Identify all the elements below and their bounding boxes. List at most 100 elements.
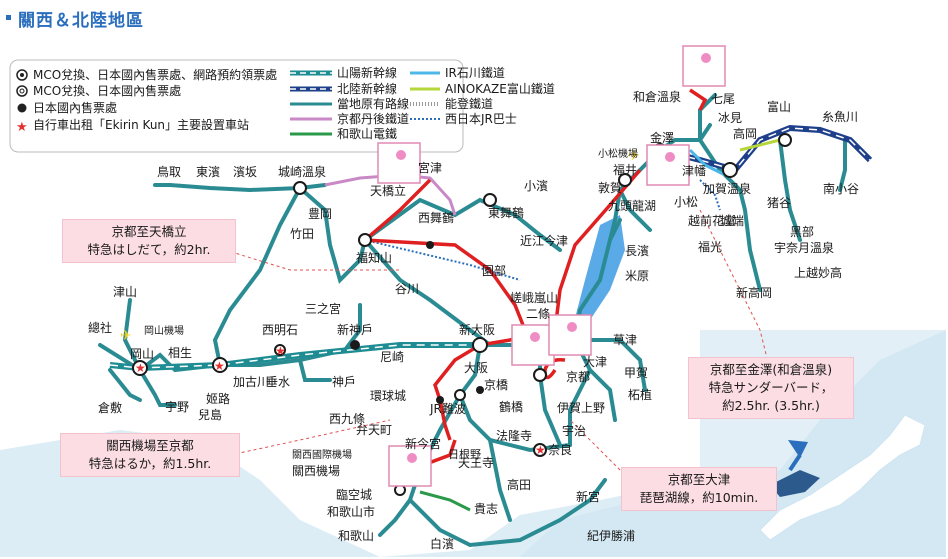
svg-text:西舞鶴: 西舞鶴 [418,210,454,225]
traveler-icons [377,45,726,487]
svg-text:宇奈月溫泉: 宇奈月溫泉 [774,241,834,255]
svg-text:和倉溫泉: 和倉溫泉 [633,89,681,104]
svg-text:★: ★ [275,344,286,358]
svg-text:東濱: 東濱 [196,165,220,179]
svg-text:富山: 富山 [767,99,791,114]
legend-right-8: 和歌山電鐵 [337,126,397,141]
svg-text:谷川: 谷川 [395,282,419,296]
svg-text:岡山: 岡山 [130,347,154,361]
svg-text:敦賀: 敦賀 [598,180,622,195]
svg-text:小松: 小松 [674,195,698,209]
svg-text:日根野: 日根野 [448,447,481,461]
svg-text:和歌山: 和歌山 [338,528,374,543]
svg-text:法隆寺: 法隆寺 [496,428,532,443]
small-dots [350,241,484,404]
svg-text:福井: 福井 [613,162,637,177]
svg-text:津幡: 津幡 [682,163,706,178]
svg-text:越前花堂: 越前花堂 [688,213,736,228]
svg-text:小松機場: 小松機場 [598,147,638,160]
hokuriku-shinkansen [659,124,873,174]
svg-text:高岡: 高岡 [733,126,757,141]
svg-text:宇治: 宇治 [562,424,586,438]
svg-text:臨空城: 臨空城 [336,488,372,502]
legend-box [9,59,464,153]
svg-text:★: ★ [16,120,28,135]
svg-text:園部: 園部 [482,263,506,278]
svg-text:黑部: 黑部 [790,224,814,239]
svg-text:猪谷: 猪谷 [767,196,791,210]
airport-icons: ✈✈ [120,148,640,344]
svg-text:津山: 津山 [113,285,137,299]
lake-biwa [575,215,625,320]
svg-text:糸魚川: 糸魚川 [822,110,858,124]
note-line: 約2.5hr. (3.5hr.) [722,398,820,413]
svg-text:宇野: 宇野 [165,400,189,414]
svg-text:新宮: 新宮 [576,489,600,504]
svg-text:新高岡: 新高岡 [736,285,772,300]
ir-ishikawa-line [688,148,726,177]
svg-text:倉敷: 倉敷 [98,400,122,415]
svg-text:草津: 草津 [613,333,637,347]
svg-text:甲賀: 甲賀 [624,366,648,380]
travel-routes [360,88,708,472]
legend-right-5: 能登鐵道 [445,96,493,111]
svg-text:加賀溫泉: 加賀溫泉 [703,182,751,196]
svg-text:伊賀上野: 伊賀上野 [557,401,605,415]
svg-text:城端: 城端 [720,214,744,228]
railway-map: ★ MCO兌換、日本國內售票處、網路預約領票處 MCO兌換、日本國內售票處 日本… [0,42,946,557]
svg-text:冰見: 冰見 [718,111,742,125]
note-line: 琵琶湖線，約10min. [639,490,759,505]
svg-text:弁天町: 弁天町 [356,422,392,437]
svg-text:鶴橋: 鶴橋 [499,399,523,414]
svg-text:福知山: 福知山 [356,250,392,265]
svg-text:嵯峨嵐山: 嵯峨嵐山 [510,291,558,305]
note-line: 特急はるか，約1.5hr. [88,456,212,471]
svg-text:南小谷: 南小谷 [823,181,859,196]
svg-text:相生: 相生 [168,346,192,360]
svg-text:★: ★ [535,443,546,457]
header-bullet [6,15,11,20]
ainokaze-line [739,138,781,152]
svg-text:大阪: 大阪 [464,361,488,375]
svg-text:天橋立: 天橋立 [370,183,406,198]
svg-text:✈: ✈ [120,328,132,344]
svg-text:天王寺: 天王寺 [458,456,494,470]
note-line: 京都至天橋立 [111,224,187,239]
legend-right-2: 北陸新幹線 [337,81,397,96]
svg-text:新神戶: 新神戶 [337,322,373,337]
svg-text:東舞鶴: 東舞鶴 [488,205,524,220]
legend-left-3: 自行車出租「Ekirin Kun」主要設置車站 [33,117,249,132]
note-line: 京都至大津 [667,472,731,487]
callout-leaders [224,209,771,471]
svg-text:長濱: 長濱 [625,244,649,258]
svg-text:大津: 大津 [583,355,607,369]
svg-text:姬路: 姬路 [206,391,230,406]
svg-text:豊岡: 豊岡 [308,207,332,221]
legend-left-2: 日本國內售票處 [33,100,117,115]
svg-text:宮津: 宮津 [418,160,442,175]
svg-text:總社: 總社 [88,320,112,335]
svg-text:★: ★ [135,361,146,375]
legend-right-0: 山陽新幹線 [337,65,397,80]
svg-text:關西國際機場: 關西國際機場 [292,448,352,461]
note-line: 關西機場至京都 [106,438,194,453]
svg-text:西明石: 西明石 [262,323,298,337]
svg-text:★: ★ [214,359,225,373]
svg-text:貴志: 貴志 [474,502,498,516]
svg-text:兒島: 兒島 [198,407,222,422]
svg-text:京橋: 京橋 [484,378,508,392]
svg-text:加古川: 加古川 [233,374,269,389]
svg-text:九頭龍湖: 九頭龍湖 [608,198,656,213]
note-line: 特急サンダーバード， [708,380,834,395]
svg-text:白濱: 白濱 [430,536,454,551]
svg-text:近江今津: 近江今津 [520,233,568,248]
svg-text:新大阪: 新大阪 [459,322,495,337]
note-line: 特急はしだて，約2hr. [87,242,211,257]
svg-text:鳥取: 鳥取 [157,164,181,179]
hokuriku-lines [608,93,847,292]
note-kansai-airport-kyoto: 關西機場至京都 特急はるか，約1.5hr. [60,433,240,477]
svg-text:竹田: 竹田 [290,227,314,241]
page-header: 關西＆北陸地區 [0,0,948,44]
wakayama-railway [419,490,471,512]
legend-right-7: 西日本JR巴士 [445,112,517,126]
